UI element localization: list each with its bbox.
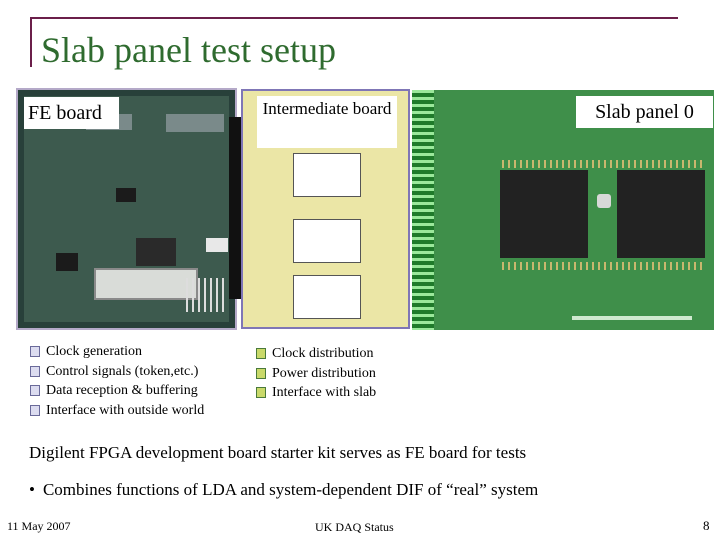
checkbox-bullet-icon	[256, 348, 266, 359]
intermediate-function-list: Clock distribution Power distribution In…	[255, 344, 376, 403]
fe-function-list: Clock generation Control signals (token,…	[29, 342, 204, 420]
checkbox-bullet-icon	[30, 404, 40, 416]
slide-title: Slab panel test setup	[41, 30, 336, 70]
list-item-text: Clock distribution	[272, 346, 374, 361]
asic-chip	[617, 170, 705, 258]
fe-board-switch	[206, 238, 228, 252]
bullet-icon: •	[29, 480, 35, 499]
slab-panel-label: Slab panel 0	[576, 96, 713, 128]
page-number: 8	[703, 518, 710, 533]
asic-pins	[502, 160, 702, 168]
fe-board-chip	[116, 188, 136, 202]
list-item: Power distribution	[255, 364, 376, 384]
list-item-text: Interface with outside world	[46, 402, 205, 418]
footer-date: 11 May 2007	[7, 519, 71, 533]
list-item: Interface with slab	[255, 383, 376, 403]
checkbox-bullet-icon	[256, 367, 266, 379]
fe-board-connector	[166, 114, 224, 132]
list-item: Clock distribution	[255, 344, 376, 364]
list-item-text: Clock generation	[46, 344, 143, 359]
list-item: Interface with outside world	[29, 401, 204, 421]
sub-bullet-text: Combines functions of LDA and system-dep…	[42, 480, 539, 499]
asic-chip	[500, 170, 588, 258]
fe-board-pins	[186, 278, 226, 312]
intermediate-board-label: Intermediate board	[257, 96, 397, 148]
list-item-text: Interface with slab	[272, 385, 377, 400]
intermediate-slot	[293, 219, 361, 263]
fpga-chip	[136, 238, 176, 266]
list-item: Clock generation	[29, 342, 204, 362]
lcd-display	[94, 268, 198, 300]
checkbox-bullet-icon	[30, 346, 40, 357]
list-item-text: Data reception & buffering	[46, 383, 198, 398]
asic-pins	[502, 262, 702, 270]
footer-title: UK DAQ Status	[315, 520, 394, 534]
slab-pad	[597, 194, 611, 208]
fe-board-label: FE board	[24, 97, 119, 129]
list-item: Control signals (token,etc.)	[29, 362, 204, 382]
checkbox-bullet-icon	[30, 365, 40, 377]
sub-bullet: • Combines functions of LDA and system-de…	[29, 480, 538, 500]
body-statement: Digilent FPGA development board starter …	[29, 443, 527, 462]
intermediate-slot	[293, 153, 361, 197]
fe-board-chip	[56, 253, 78, 271]
title-rule-vertical	[30, 17, 32, 67]
checkbox-bullet-icon	[30, 385, 40, 396]
list-item-text: Control signals (token,etc.)	[46, 363, 199, 379]
checkbox-bullet-icon	[256, 387, 266, 398]
intermediate-slot	[293, 275, 361, 319]
list-item: Data reception & buffering	[29, 381, 204, 401]
title-rule-horizontal	[30, 17, 678, 19]
list-item-text: Power distribution	[272, 365, 376, 381]
slab-edge-contacts	[412, 90, 434, 330]
slab-panel-photo	[412, 90, 714, 330]
fe-board-photo	[16, 88, 237, 330]
slab-silkscreen	[572, 316, 692, 320]
